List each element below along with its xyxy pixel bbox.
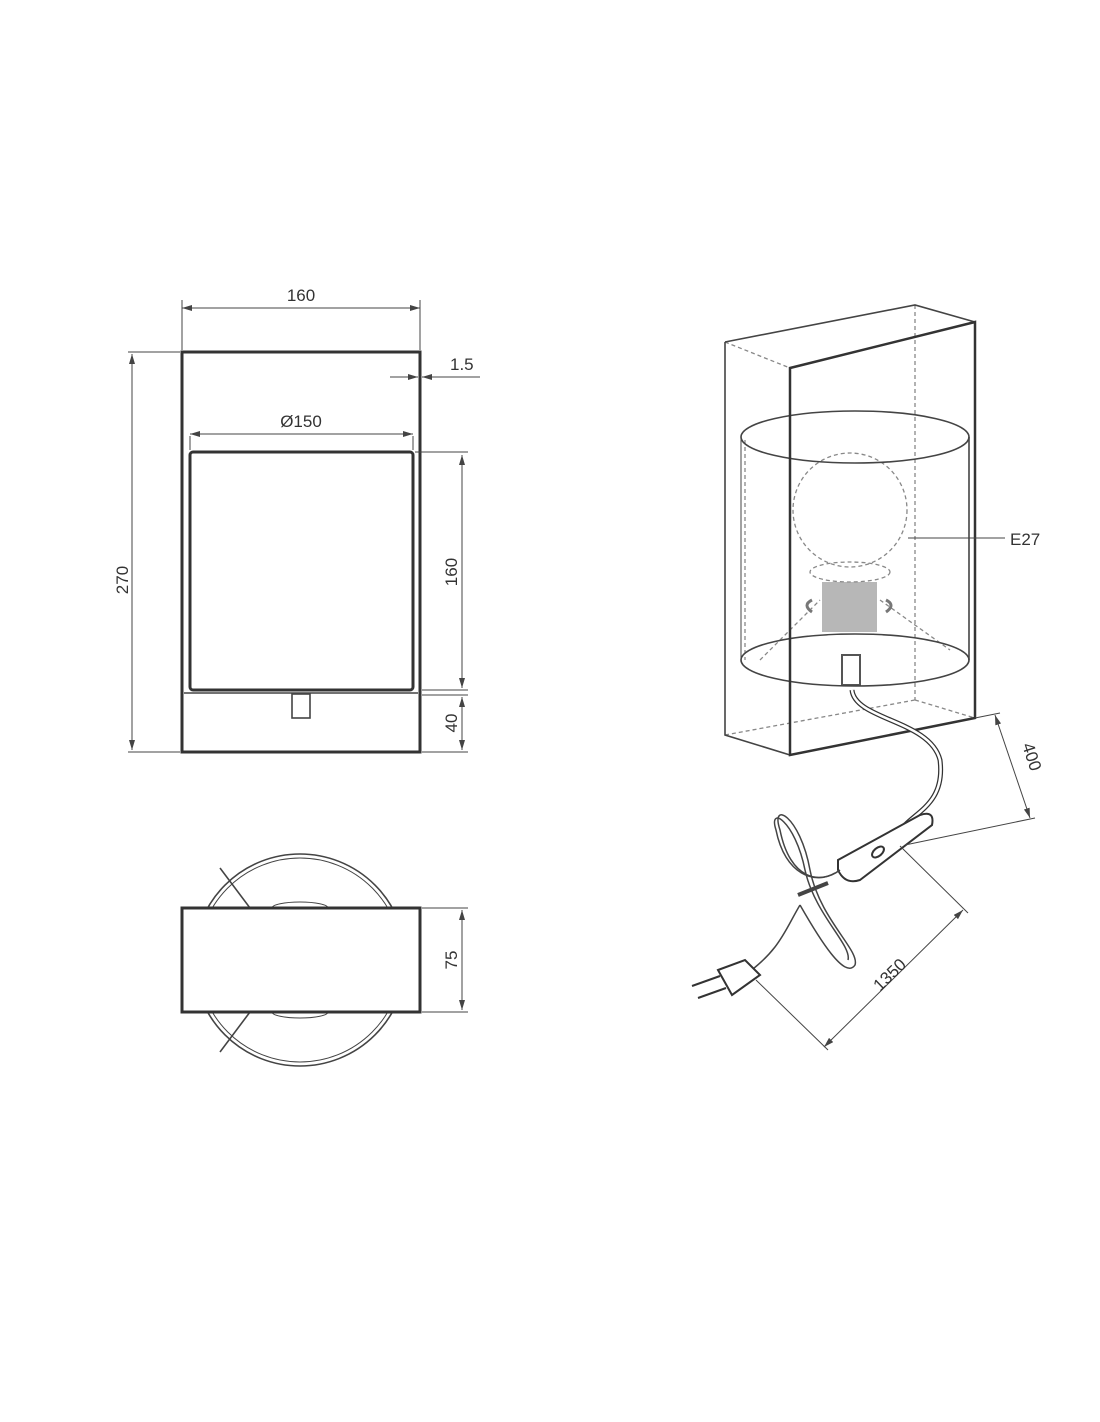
perspective-view: E27 400 1350 bbox=[691, 304, 1045, 1051]
bulb bbox=[792, 452, 908, 568]
shade-height-dimension: 160 bbox=[442, 558, 461, 586]
cord-switch bbox=[837, 812, 934, 883]
extension-line bbox=[904, 817, 1036, 846]
plug bbox=[691, 958, 762, 999]
shade-bottom bbox=[740, 633, 970, 687]
extension-line bbox=[899, 845, 969, 914]
extension-line bbox=[755, 979, 829, 1051]
cord-to-switch-dimension: 400 bbox=[1018, 740, 1045, 773]
hidden-edge bbox=[914, 699, 976, 719]
frame-back bbox=[724, 304, 976, 756]
base-height-dimension: 40 bbox=[442, 714, 461, 733]
shade-spoke bbox=[219, 1011, 251, 1053]
extension-line bbox=[974, 712, 1001, 719]
hidden-edge bbox=[724, 341, 791, 369]
frame-top bbox=[180, 906, 422, 1014]
cord-total-dimension: 1350 bbox=[870, 955, 910, 995]
socket bbox=[291, 693, 311, 719]
shade-diameter-dimension: Ø150 bbox=[280, 412, 322, 431]
bulb-neck bbox=[809, 561, 891, 583]
shade-spoke bbox=[219, 867, 251, 909]
lamp-socket bbox=[805, 582, 893, 686]
coiled-cord bbox=[744, 814, 857, 976]
thickness-dimension: 1.5 bbox=[450, 355, 474, 374]
front-view: 160 1.5 Ø150 270 160 40 bbox=[113, 286, 480, 754]
height-dimension: 270 bbox=[113, 566, 132, 594]
width-dimension: 160 bbox=[287, 286, 315, 305]
socket-label: E27 bbox=[1010, 530, 1040, 549]
frame-outline bbox=[180, 350, 422, 754]
power-cord bbox=[849, 689, 944, 827]
top-view: 75 bbox=[180, 853, 468, 1067]
cord-to-switch-dimension-line bbox=[994, 714, 1031, 819]
cord-total-dimension-line bbox=[823, 909, 964, 1048]
shade-top bbox=[740, 410, 970, 464]
depth-dimension: 75 bbox=[442, 951, 461, 970]
shade-outline bbox=[188, 450, 415, 692]
